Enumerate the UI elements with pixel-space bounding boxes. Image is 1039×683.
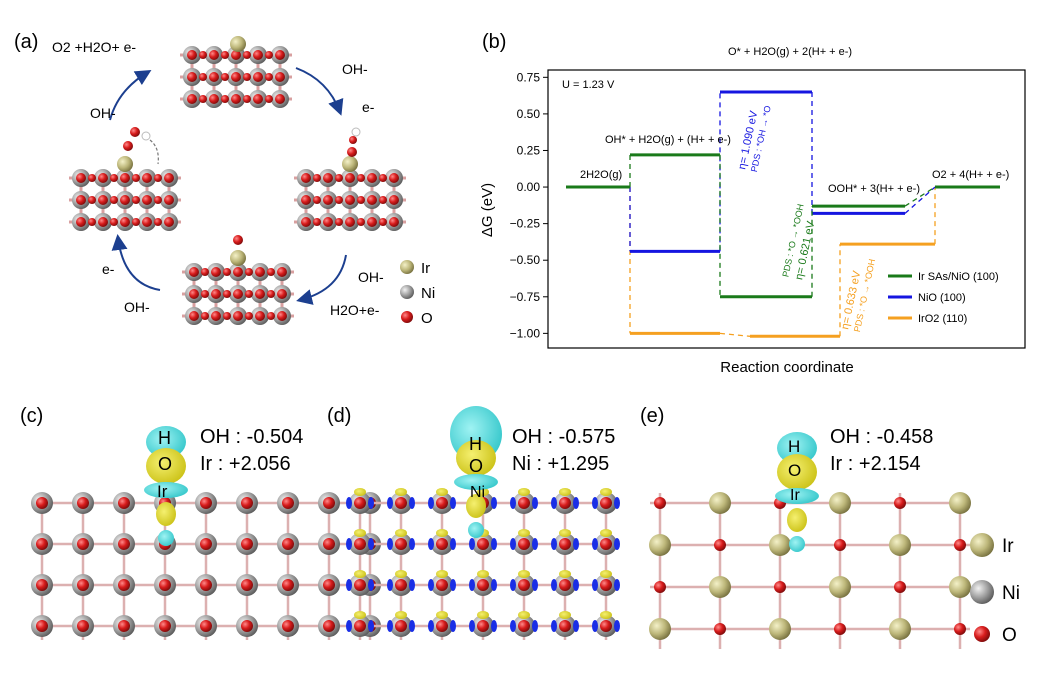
panel-e-atom-o: O xyxy=(788,461,801,480)
label-e-right: e- xyxy=(362,99,375,115)
panel-d-atom-o: O xyxy=(469,456,483,476)
y-tick-label: 0.00 xyxy=(517,180,541,194)
annotation-iro2: η= 0.633 eV PDS : *O → *OOH xyxy=(839,258,877,333)
potential-label: U = 1.23 V xyxy=(562,79,615,91)
bottom-legend-o-swatch xyxy=(974,626,990,642)
charge-density-lattices xyxy=(31,406,971,649)
legend-o-label: O xyxy=(421,310,433,327)
chart-series xyxy=(566,90,1000,338)
y-tick-label: 0.25 xyxy=(517,143,541,157)
connector-2-1 xyxy=(719,332,751,337)
legend-ni-swatch xyxy=(400,285,414,299)
y-tick-label: 0.75 xyxy=(517,70,541,84)
step-label-3: O* + H2O(g) + 2(H+ + e-) xyxy=(728,46,852,58)
legend-text-irsas: Ir SAs/NiO (100) xyxy=(918,271,999,283)
bottom-legend-ni-swatch xyxy=(970,580,994,604)
panel-e-atom-h: H xyxy=(788,437,800,456)
panel-c-atom-ir: Ir xyxy=(157,482,168,501)
panel-c-atom-h: H xyxy=(158,428,171,448)
y-tick-label: −0.25 xyxy=(510,217,541,231)
panel-c-ir-charge: Ir : +2.056 xyxy=(200,453,291,475)
label-oh-bottom-right: OH- xyxy=(358,269,384,285)
chart-legend: Ir SAs/NiO (100) NiO (100) IrO2 (110) xyxy=(888,271,999,325)
legend-ni-label: Ni xyxy=(421,285,435,302)
y-tick-label: −0.75 xyxy=(510,290,541,304)
legend-ir-label: Ir xyxy=(421,260,430,277)
label-h2o-e: H2O+e- xyxy=(330,302,380,318)
oer-mechanism-structures xyxy=(69,36,406,325)
panel-a-legend: Ir Ni O xyxy=(400,260,435,327)
panel-d-oh-charge: OH : -0.575 xyxy=(512,426,615,448)
panel-e-atom-ir: Ir xyxy=(790,487,800,504)
bottom-legend-ni-label: Ni xyxy=(1002,583,1020,604)
panel-label-a: (a) xyxy=(14,31,38,53)
y-tick-label: 0.50 xyxy=(517,107,541,121)
bottom-legend-ir-swatch xyxy=(970,533,994,557)
free-energy-chart: 0.75 0.50 0.25 0.00 −0.25 −0.50 −0.75 −1.00 ΔG … xyxy=(479,46,1026,376)
panel-c-oh-charge: OH : -0.504 xyxy=(200,426,303,448)
panel-d-atom-h: H xyxy=(469,434,482,454)
panel-label-e: (e) xyxy=(640,405,664,427)
panel-label-c: (c) xyxy=(20,405,43,427)
label-oh-left: OH- xyxy=(90,105,116,121)
cycle-arrows xyxy=(109,67,347,305)
legend-ir-swatch xyxy=(400,260,414,274)
panel-d-atom-ni: Ni xyxy=(470,484,485,501)
label-oh-bottom-left: OH- xyxy=(124,299,150,315)
bottom-legend-ir-label: Ir xyxy=(1002,536,1014,557)
y-axis-label: ΔG (eV) xyxy=(479,183,496,237)
panel-label-d: (d) xyxy=(327,405,351,427)
connector-0-3 xyxy=(904,186,936,207)
x-axis-label: Reaction coordinate xyxy=(720,359,853,376)
panel-d-ni-charge: Ni : +1.295 xyxy=(512,453,609,475)
bottom-legend-o-label: O xyxy=(1002,625,1017,646)
legend-o-swatch xyxy=(401,311,413,323)
y-tick-label: −1.00 xyxy=(510,326,541,340)
label-e-left: e- xyxy=(102,261,115,277)
connector-1-3 xyxy=(904,186,936,214)
plot-frame xyxy=(547,69,1026,349)
step-label-1: 2H2O(g) xyxy=(580,169,622,181)
panel-e-ir-charge: Ir : +2.154 xyxy=(830,453,921,475)
label-oh-top-right: OH- xyxy=(342,61,368,77)
panel-c-atom-o: O xyxy=(158,454,172,474)
step-label-5: O2 + 4(H+ + e-) xyxy=(932,169,1009,181)
legend-text-iro2: IrO2 (110) xyxy=(918,313,967,325)
panel-label-b: (b) xyxy=(482,31,506,53)
y-tick-label: −0.50 xyxy=(510,253,541,267)
step-label-2: OH* + H2O(g) + (H+ + e-) xyxy=(605,134,731,146)
bottom-legend: Ir Ni O xyxy=(970,533,1020,646)
step-label-4: OOH* + 3(H+ + e-) xyxy=(828,183,920,195)
label-o2-h2o-e: O2 +H2O+ e- xyxy=(52,39,136,55)
legend-text-nio: NiO (100) xyxy=(918,292,966,304)
annotation-nio: η= 1.090 eV PDS : *OH → *O xyxy=(736,105,773,173)
panel-e-oh-charge: OH : -0.458 xyxy=(830,426,933,448)
y-axis-ticks: 0.75 0.50 0.25 0.00 −0.25 −0.50 −0.75 −1.00 xyxy=(510,70,548,340)
